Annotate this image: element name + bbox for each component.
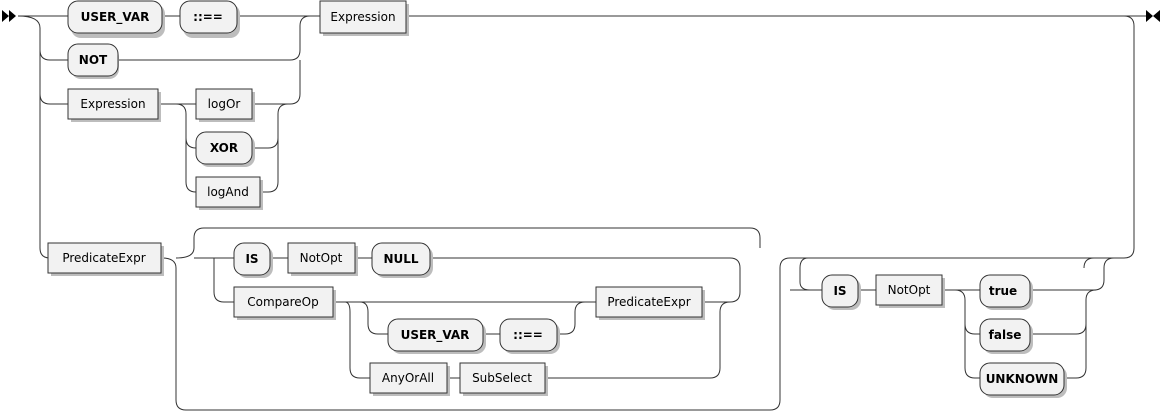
terminal-unknown: UNKNOWN [979,362,1067,398]
terminal-assign: ::== [499,318,560,354]
terminal-label: UNKNOWN [986,372,1059,386]
nonterminal-not-opt[interactable]: NotOpt [875,274,945,308]
nonterminal-label: NotOpt [300,251,343,265]
nonterminal-label: PredicateExpr [607,295,690,309]
terminal-xor: XOR [195,131,255,167]
terminal-true: true [979,274,1033,310]
terminal-label: USER_VAR [81,10,150,25]
terminal-user-var: USER_VAR [387,318,486,354]
terminal-is: IS [821,274,861,310]
nonterminal-expression[interactable]: Expression [319,0,409,36]
terminal-label: true [989,284,1017,298]
nonterminal-label: NotOpt [888,283,931,297]
terminal-label: XOR [210,141,238,155]
nonterminal-predicate-expr[interactable]: PredicateExpr [47,242,164,276]
terminal-label: USER_VAR [401,328,470,343]
terminal-label: IS [833,284,846,298]
nonterminal-label: Expression [330,10,395,24]
nonterminal-any-or-all[interactable]: AnyOrAll [369,362,450,396]
nonterminal-label: AnyOrAll [382,371,434,385]
terminal-label: IS [245,252,258,266]
start-marker-icon [9,10,16,22]
terminal-user-var: USER_VAR [67,0,165,38]
connector-lines [17,15,1146,411]
nonterminal-compare-op[interactable]: CompareOp [233,286,336,320]
nonterminal-label: PredicateExpr [62,251,145,265]
nonterminal-sub-select[interactable]: SubSelect [459,362,548,396]
nonterminal-label: SubSelect [472,371,532,385]
terminal-label: ::== [513,328,543,342]
nonterminal-predicate-expr[interactable]: PredicateExpr [595,286,705,320]
nonterminal-label: Expression [80,97,145,111]
nonterminal-label: logOr [208,97,241,111]
terminal-assign: ::== [179,0,240,38]
start-marker-icon [2,10,9,22]
nonterminal-label: logAnd [207,185,249,199]
terminal-label: NULL [383,252,418,266]
nonterminal-expression[interactable]: Expression [67,88,161,122]
terminal-not: NOT [67,43,119,79]
terminal-is: IS [233,242,273,278]
nonterminal-label: CompareOp [247,295,319,309]
terminal-null: NULL [371,242,433,278]
end-marker-icon [1146,10,1153,22]
nonterminal-log-and[interactable]: logAnd [195,176,263,210]
terminal-label: ::== [193,10,223,24]
nonterminal-not-opt[interactable]: NotOpt [287,242,358,276]
nonterminal-log-or[interactable]: logOr [195,88,255,122]
terminal-false: false [979,318,1033,354]
terminal-label: NOT [79,53,108,67]
terminal-label: false [989,328,1022,342]
end-marker-icon [1153,10,1160,22]
